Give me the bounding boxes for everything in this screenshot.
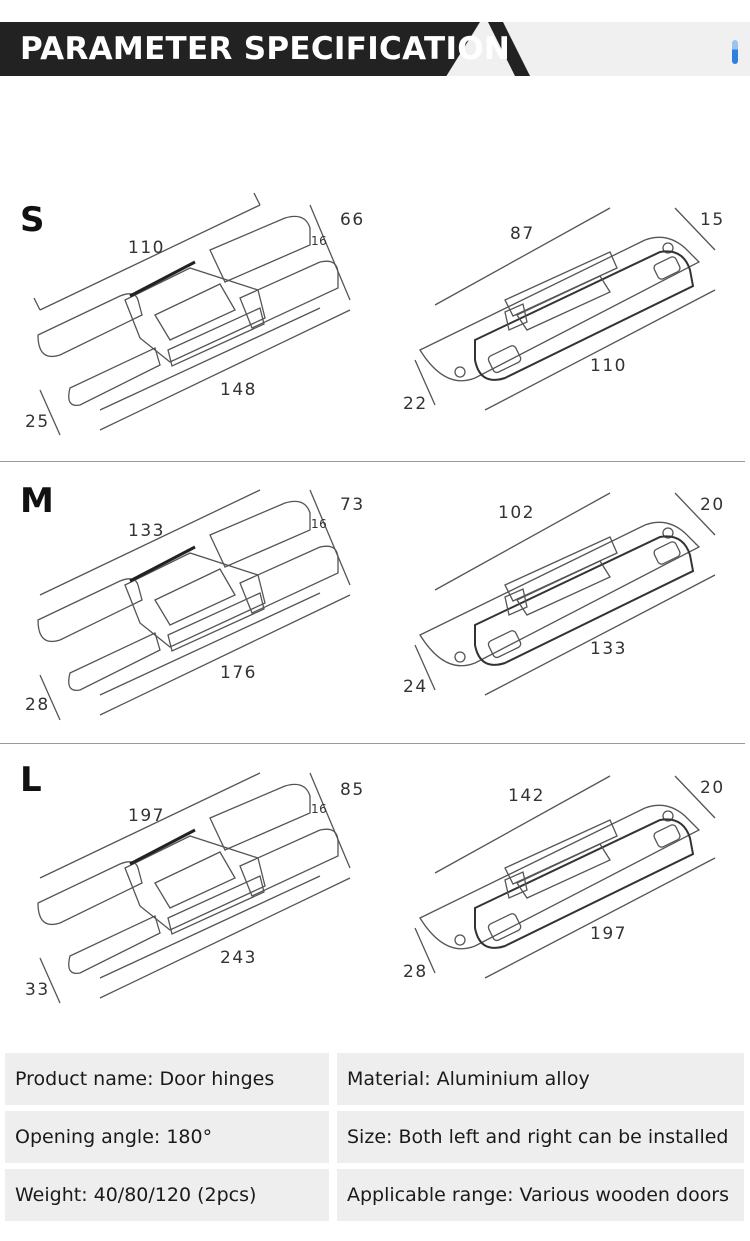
dimension-thickness: 16 bbox=[311, 802, 328, 816]
hinge-drawing-right bbox=[414, 775, 716, 979]
size-letter: L bbox=[20, 760, 42, 800]
header-dark-band bbox=[0, 22, 480, 76]
section-divider bbox=[0, 461, 745, 462]
dimension-width: 28 bbox=[403, 962, 428, 982]
size-section-l: L 197 85 16 243 33 bbox=[0, 758, 750, 1030]
dimension-thickness: 16 bbox=[311, 517, 328, 531]
dimension-length: 110 bbox=[128, 238, 165, 258]
dimension-depth: 20 bbox=[700, 495, 725, 515]
size-letter: M bbox=[20, 481, 54, 521]
dimension-height: 73 bbox=[340, 495, 365, 515]
dimension-thickness: 16 bbox=[311, 234, 328, 248]
dimension-length: 87 bbox=[510, 224, 535, 244]
spec-size: Size: Both left and right can be install… bbox=[337, 1111, 744, 1163]
dimension-body: 197 bbox=[590, 924, 627, 944]
dimension-width: 22 bbox=[403, 394, 428, 414]
dimension-body: 176 bbox=[220, 663, 257, 683]
dimension-width: 28 bbox=[25, 695, 50, 715]
dimension-height: 66 bbox=[340, 210, 365, 230]
size-section-s: S 110 66 16 148 25 bbox=[0, 190, 750, 460]
dimension-body: 133 bbox=[590, 639, 627, 659]
dimension-length: 197 bbox=[128, 806, 165, 826]
scroll-indicator-icon bbox=[732, 40, 738, 64]
page-title: PARAMETER SPECIFICATION bbox=[20, 31, 511, 67]
hinge-drawing-left bbox=[37, 489, 351, 721]
dimension-body: 148 bbox=[220, 380, 257, 400]
dimension-length: 102 bbox=[498, 503, 535, 523]
dimension-body: 110 bbox=[590, 356, 627, 376]
dimension-length: 142 bbox=[508, 786, 545, 806]
dimension-depth: 20 bbox=[700, 778, 725, 798]
spec-product-name: Product name: Door hinges bbox=[5, 1053, 329, 1105]
hinge-drawing-right bbox=[414, 207, 716, 411]
hinge-drawing-left bbox=[37, 772, 351, 1004]
hinge-drawing-left bbox=[33, 192, 351, 436]
hinge-drawing-right bbox=[414, 492, 716, 696]
dimension-width: 33 bbox=[25, 980, 50, 1000]
dimension-width: 24 bbox=[403, 677, 428, 697]
dimension-height: 85 bbox=[340, 780, 365, 800]
size-letter: S bbox=[20, 200, 45, 240]
dimension-body: 243 bbox=[220, 948, 257, 968]
dimension-width: 25 bbox=[25, 412, 50, 432]
section-divider bbox=[0, 743, 745, 744]
spec-material: Material: Aluminium alloy bbox=[337, 1053, 744, 1105]
spec-applicable-range: Applicable range: Various wooden doors bbox=[337, 1169, 744, 1221]
dimension-depth: 15 bbox=[700, 210, 725, 230]
spec-opening-angle: Opening angle: 180° bbox=[5, 1111, 329, 1163]
dimension-length: 133 bbox=[128, 521, 165, 541]
header-banner: PARAMETER SPECIFICATION bbox=[0, 22, 750, 76]
spec-weight: Weight: 40/80/120 (2pcs) bbox=[5, 1169, 329, 1221]
size-section-m: M 133 73 16 176 28 bbox=[0, 475, 750, 743]
